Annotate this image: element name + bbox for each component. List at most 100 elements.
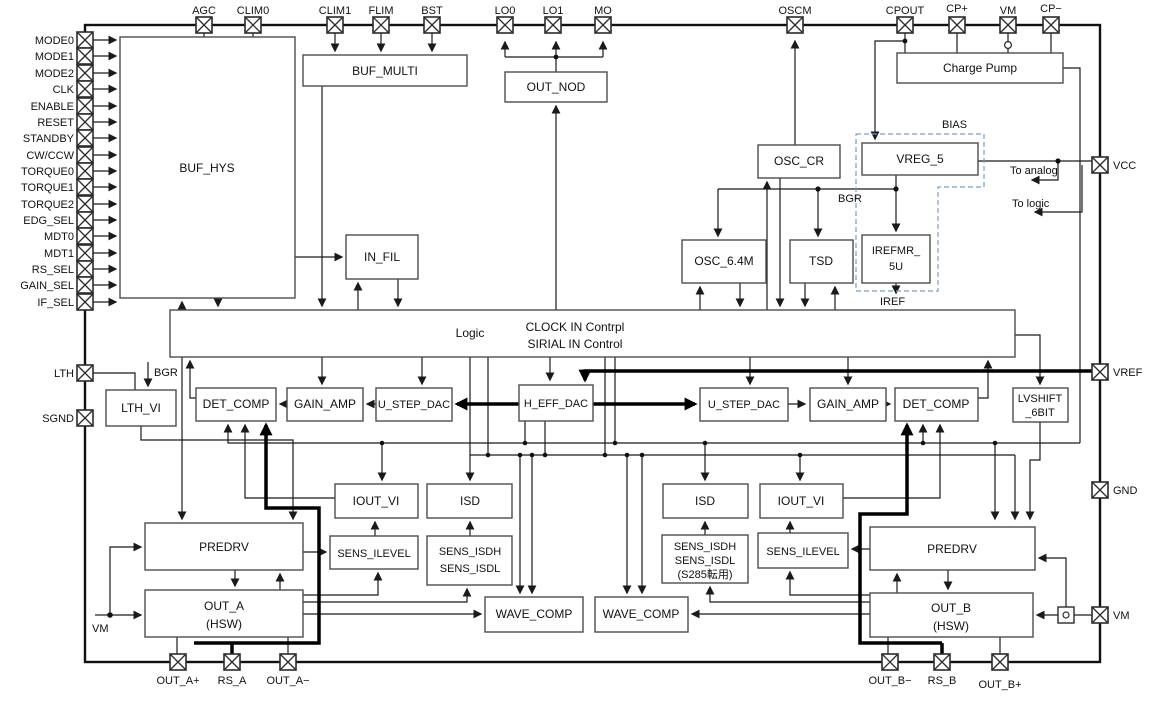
pin-label: RS_A xyxy=(218,675,247,687)
block-label: SENS_ISDH xyxy=(674,541,736,553)
to-analog-label: To analog xyxy=(1010,165,1058,177)
block-isd-left: ISD xyxy=(426,483,513,519)
pin-label: VM xyxy=(1000,5,1017,17)
pin-label: TORQUE1 xyxy=(21,182,74,194)
wire xyxy=(1037,553,1067,607)
junction-dot xyxy=(522,440,528,446)
block-det-comp-right: DET_COMP xyxy=(894,387,979,422)
block-label: SENS_ISDH xyxy=(439,546,501,558)
pin-vref xyxy=(1091,363,1109,381)
pin-label: OUT_A− xyxy=(266,675,309,687)
wire xyxy=(140,426,298,521)
pin-gnd xyxy=(1091,481,1109,499)
pin-clim1 xyxy=(326,16,344,34)
pin-label: SGND xyxy=(42,413,74,425)
chip-boundary xyxy=(83,23,1102,664)
pin-cw-ccw xyxy=(76,146,94,164)
block-label: WAVE_COMP xyxy=(603,607,680,621)
block-buf-hys: BUF_HYS xyxy=(119,36,296,299)
block-out-a: OUT_A (HSW) xyxy=(144,589,304,638)
block-u-step-dac-right: U_STEP_DAC xyxy=(699,387,789,422)
block-label: SENS_ILEVEL xyxy=(766,546,839,558)
wire xyxy=(705,585,870,603)
pin-lth xyxy=(76,364,94,382)
bias-dashed-region xyxy=(855,133,985,292)
block-label: ISD xyxy=(460,494,480,508)
block-label: (HSW) xyxy=(206,617,242,631)
pin-label: CLIM1 xyxy=(319,5,351,17)
block-wave-comp-left: WAVE_COMP xyxy=(484,596,584,633)
wire xyxy=(1063,67,1081,443)
block-label: OSC_6.4M xyxy=(694,254,753,268)
block-lth-vi: LTH_VI xyxy=(105,389,177,427)
junction-dot xyxy=(602,452,608,458)
pin-label: MODE2 xyxy=(35,68,74,80)
block-charge-pump: Charge Pump xyxy=(896,52,1064,84)
junction-dot xyxy=(379,440,385,446)
block-label: DET_COMP xyxy=(203,397,270,411)
pin-label: CP+ xyxy=(946,3,968,15)
junction-dot xyxy=(702,440,708,446)
block-label: PREDRV xyxy=(199,540,249,554)
wire-thick xyxy=(194,422,321,645)
pin-label: MDT0 xyxy=(44,231,74,243)
block-label: IOUT_VI xyxy=(778,494,825,508)
pin-vcc xyxy=(1091,156,1109,174)
block-label: WAVE_COMP xyxy=(496,607,573,621)
block-label: SIRIAL IN Control xyxy=(528,337,623,351)
wire xyxy=(223,423,1080,444)
pin-label: OUT_B+ xyxy=(978,679,1021,691)
pin-label: IF_SEL xyxy=(37,297,74,309)
block-label: OUT_A xyxy=(204,599,244,613)
block-predrv-right: PREDRV xyxy=(869,526,1036,571)
block-label: H_EFF_DAC xyxy=(524,398,588,410)
block-label: VREG_5 xyxy=(896,152,944,166)
wire xyxy=(1030,161,1059,185)
block-out-b: OUT_B (HSW) xyxy=(869,592,1034,638)
block-out-nod: OUT_NOD xyxy=(504,71,608,103)
block-label: ISD xyxy=(695,494,715,508)
wire xyxy=(978,359,993,399)
pin-label: MODE0 xyxy=(35,35,74,47)
junction-dot xyxy=(517,452,523,458)
vm-coupler-symbol xyxy=(1057,606,1075,624)
block-sens-isd-right: SENS_ISDH SENS_ISDL (S285転用) xyxy=(661,534,749,584)
wire xyxy=(870,40,905,141)
block-logic: Logic CLOCK IN Contrpl SIRIAL IN Control xyxy=(169,309,1016,358)
pin-label: OSCM xyxy=(779,5,812,17)
block-osc-6-4m: OSC_6.4M xyxy=(681,239,767,284)
pin-labels: AGC CLIM0 CLIM1 FLIM BST LO0 LO1 MO OSCM… xyxy=(20,3,1142,691)
annotations: BGR BGR IREF To analog To logic VM xyxy=(92,165,1058,635)
block-label: _6BIT xyxy=(1024,407,1055,419)
pin-if-sel xyxy=(76,293,94,311)
pin-label: LO1 xyxy=(543,5,564,17)
junction-dot xyxy=(624,452,630,458)
pin-label: STANDBY xyxy=(23,133,75,145)
pin-sgnd xyxy=(76,409,94,427)
block-buf-multi: BUF_MULTI xyxy=(302,54,468,87)
pin-mode1 xyxy=(76,47,94,65)
pin-label: LO0 xyxy=(495,5,516,17)
wires xyxy=(93,33,1092,654)
junction-dot xyxy=(485,452,491,458)
junction-dot xyxy=(815,186,821,192)
block-label: CLOCK IN Contrpl xyxy=(526,320,625,334)
block-label: OUT_B xyxy=(931,601,971,615)
block-label: OSC_CR xyxy=(774,154,824,168)
pin-label: RS_SEL xyxy=(32,264,74,276)
block-sens-ilevel-left: SENS_ILEVEL xyxy=(329,535,419,570)
bgr-left-label: BGR xyxy=(154,367,178,379)
junction-dot xyxy=(902,38,908,44)
block-h-eff-dac: H_EFF_DAC xyxy=(518,384,594,422)
block-label: BUF_MULTI xyxy=(352,64,418,78)
pin-cpout xyxy=(896,16,914,34)
pin-label: CLK xyxy=(53,84,75,96)
pin-label: VCC xyxy=(1113,160,1136,172)
pin-reset xyxy=(76,113,94,131)
block-u-step-dac-left: U_STEP_DAC xyxy=(375,387,453,422)
pin-lo1 xyxy=(544,16,562,34)
block-iout-vi-left: IOUT_VI xyxy=(334,483,419,519)
pin-label: ENABLE xyxy=(31,101,74,113)
block-label: IREFMR_ xyxy=(872,245,921,257)
